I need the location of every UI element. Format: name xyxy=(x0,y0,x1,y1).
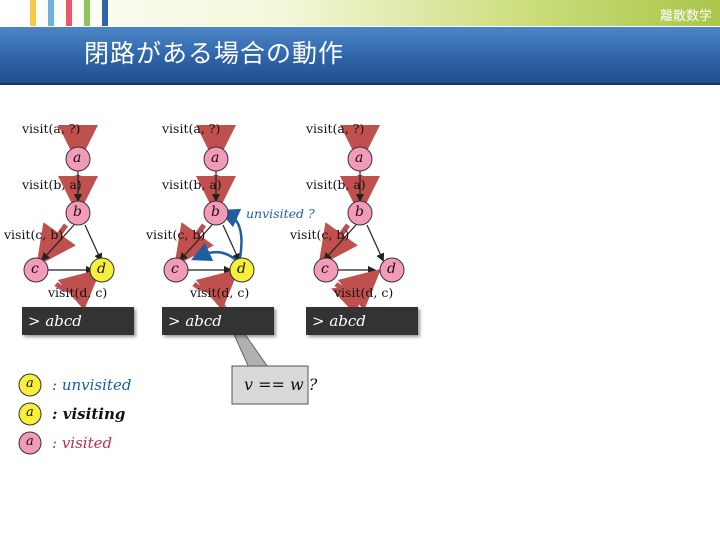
node-d-label: d xyxy=(97,261,106,277)
node-a-label: a xyxy=(73,150,82,166)
node-c-label: c xyxy=(321,261,329,277)
visit-b-label: visit(b, a) xyxy=(162,177,222,192)
visit-d-label: visit(d, c) xyxy=(334,285,394,300)
visit-a-label: visit(a, ?) xyxy=(306,121,365,136)
visit-b-label: visit(b, a) xyxy=(22,177,82,192)
node-b-visited xyxy=(65,200,91,226)
banner-stripe xyxy=(30,0,36,26)
node-c-label: c xyxy=(171,261,179,277)
panel-1 xyxy=(23,125,115,311)
legend-node-label: a xyxy=(26,405,34,420)
banner-stripe xyxy=(66,0,72,26)
top-banner xyxy=(0,0,720,26)
visit-a-label: visit(a, ?) xyxy=(162,121,221,136)
legend-node-label: a xyxy=(26,434,34,449)
node-b-label: b xyxy=(73,204,82,220)
visit-c-label: visit(c, b) xyxy=(146,227,206,242)
course-label: 離散数学 xyxy=(659,9,712,24)
node-c-visited xyxy=(23,257,49,283)
legend-node-label: a xyxy=(26,376,34,391)
legend-unvisited: : unvisited xyxy=(52,376,132,394)
banner-stripe xyxy=(84,0,90,26)
visit-a-label: visit(a, ?) xyxy=(22,121,81,136)
legend-visiting: : visiting xyxy=(52,405,126,423)
legend-visited: : visited xyxy=(52,434,113,452)
panel-3 xyxy=(313,125,405,315)
visit-b-label: visit(b, a) xyxy=(306,177,366,192)
node-a-label: a xyxy=(211,150,220,166)
visit-d-label: visit(d, c) xyxy=(48,285,108,300)
legend-node-visited xyxy=(18,431,42,455)
node-d-visiting xyxy=(89,257,115,283)
banner-stripe xyxy=(48,0,54,26)
legend-node-unvisited xyxy=(18,373,42,397)
visit-d-label: visit(d, c) xyxy=(190,285,250,300)
callout-text: v == w ? xyxy=(244,375,318,394)
node-b-label: b xyxy=(211,204,220,220)
callout-box xyxy=(231,365,309,405)
console-output: > abcd xyxy=(162,307,274,335)
slide-title: 閉路がある場合の動作 xyxy=(84,39,345,68)
node-a-label: a xyxy=(355,150,364,166)
banner-stripe xyxy=(102,0,108,26)
panel-2 xyxy=(163,125,255,311)
unvisited-note: unvisited ? xyxy=(246,206,315,221)
console-output: > abcd xyxy=(306,307,418,335)
node-b-label: b xyxy=(355,204,364,220)
legend-node-visiting xyxy=(18,402,42,426)
node-d-label: d xyxy=(237,261,246,277)
title-bar xyxy=(0,27,720,85)
visit-c-label: visit(c, b) xyxy=(4,227,64,242)
visit-c-label: visit(c, b) xyxy=(290,227,350,242)
node-c-label: c xyxy=(31,261,39,277)
console-output: > abcd xyxy=(22,307,134,335)
node-d-label: d xyxy=(387,261,396,277)
node-a-visited xyxy=(65,146,91,172)
